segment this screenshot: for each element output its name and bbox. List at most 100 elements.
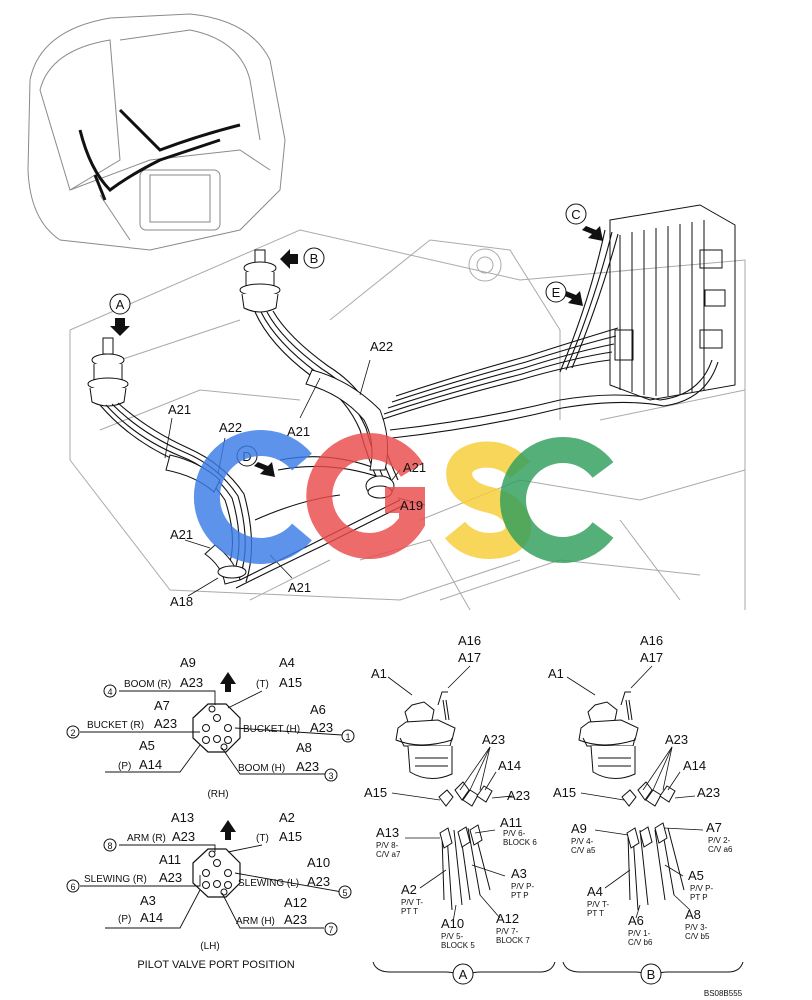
detail-a-a23b: A23 <box>507 788 530 803</box>
detail-a-a23a: A23 <box>482 732 505 747</box>
lh-bl-hose: A14 <box>140 910 163 925</box>
detail-a-a12: A12 <box>496 911 519 926</box>
detail-a-a2: A2 <box>401 882 417 897</box>
detail-a-a13: A13 <box>376 825 399 840</box>
rh-top-name: BOOM (R) <box>124 679 171 690</box>
lh-caption: (LH) <box>200 941 219 952</box>
detail-a-a3-sub1: P/V P- <box>511 882 534 891</box>
detail-b-a8: A8 <box>685 907 701 922</box>
detail-b-a15: A15 <box>553 785 576 800</box>
rh-r-hose: A23 <box>310 720 333 735</box>
rh-r-name: BUCKET (H) <box>243 724 300 735</box>
lh-tr-port: A2 <box>279 810 295 825</box>
detail-b-a5: A5 <box>688 868 704 883</box>
lh-r-port: A10 <box>307 855 330 870</box>
lh-br-name: ARM (H) <box>236 916 275 927</box>
lh-top-num: 8 <box>107 841 112 851</box>
detail-a-a12-sub1: P/V 7- <box>496 927 519 936</box>
detail-a-a2-sub1: P/V T- <box>401 898 423 907</box>
rh-bl-port: A5 <box>139 738 155 753</box>
detail-b-a23a: A23 <box>665 732 688 747</box>
lh-tr-hose: A15 <box>279 829 302 844</box>
detail-b-a6-sub1: P/V 1- <box>628 929 651 938</box>
detail-a-a11-sub2: BLOCK 6 <box>503 838 537 847</box>
port-diagram-lh <box>66 820 352 936</box>
detail-b-a14: A14 <box>683 758 706 773</box>
rh-bl-hose: A14 <box>139 757 162 772</box>
lh-br-num: 7 <box>328 925 333 935</box>
lh-r-name: SLEWING (L) <box>238 878 299 889</box>
detail-b-a7-sub1: P/V 2- <box>708 836 731 845</box>
rh-top-num: 4 <box>107 687 112 697</box>
detail-b-a5-sub1: P/V P- <box>690 884 713 893</box>
lh-tr-name: (T) <box>256 833 269 844</box>
cab-wiring <box>78 108 241 201</box>
label-a21-lower: A21 <box>170 527 193 542</box>
lh-l-port: A11 <box>159 852 181 867</box>
document-code: BS08B555 <box>704 989 743 998</box>
lh-bl-name: (P) <box>118 914 131 925</box>
pilot-valve-left <box>87 337 129 407</box>
detail-a-a11: A11 <box>500 815 522 830</box>
label-a19: A19 <box>400 498 423 513</box>
lh-r-num: 5 <box>342 888 347 898</box>
watermark-letter-1 <box>193 430 312 564</box>
label-a18: A18 <box>170 594 193 609</box>
label-a22-left: A22 <box>219 420 242 435</box>
rh-top-hose: A23 <box>180 675 203 690</box>
label-a21-mid: A21 <box>287 424 310 439</box>
detail-b-a9-sub2: C/V a5 <box>571 846 596 855</box>
rh-l-hose: A23 <box>154 716 177 731</box>
detail-b-a4-sub1: P/V T- <box>587 900 609 909</box>
detail-a-a12-sub2: BLOCK 7 <box>496 936 530 945</box>
port-position-title: PILOT VALVE PORT POSITION <box>137 959 294 971</box>
detail-b-a1: A1 <box>548 666 564 681</box>
rh-r-num: 1 <box>345 732 350 742</box>
lh-top-port: A13 <box>171 810 194 825</box>
rh-caption: (RH) <box>207 789 228 800</box>
detail-b-a4-sub2: PT T <box>587 909 604 918</box>
rh-tr-name: (T) <box>256 679 269 690</box>
lh-top-name: ARM (R) <box>127 833 166 844</box>
detail-b-a4: A4 <box>587 884 603 899</box>
rh-r-port: A6 <box>310 702 326 717</box>
detail-a-a16: A16 <box>458 633 481 648</box>
detail-b-a17: A17 <box>640 650 663 665</box>
detail-b-a23b: A23 <box>697 785 720 800</box>
rh-tr-hose: A15 <box>279 675 302 690</box>
rh-l-name: BUCKET (R) <box>87 720 144 731</box>
callout-b-label: B <box>310 251 319 266</box>
detail-b-label: B <box>647 967 656 982</box>
cab-thumbnail <box>27 13 286 251</box>
rh-tr-port: A4 <box>279 655 295 670</box>
lh-bl-port: A3 <box>140 893 156 908</box>
detail-b-drawing <box>578 691 685 911</box>
detail-a-a3-sub2: PT P <box>511 891 529 900</box>
watermark-letter-3 <box>444 441 532 560</box>
lh-br-port: A12 <box>284 895 307 910</box>
rh-l-num: 2 <box>70 728 75 738</box>
detail-b-bracket <box>562 961 744 985</box>
lh-br-hose: A23 <box>284 912 307 927</box>
callout-c-label: C <box>571 207 580 222</box>
watermark-logo <box>193 430 614 564</box>
rh-top-port: A9 <box>180 655 196 670</box>
rh-br-name: BOOM (H) <box>238 763 285 774</box>
lh-r-hose: A23 <box>307 874 330 889</box>
label-a22-mid: A22 <box>370 339 393 354</box>
control-valve-bank <box>609 204 736 401</box>
detail-b-a9-sub1: P/V 4- <box>571 837 594 846</box>
detail-b-a5-sub2: PT P <box>690 893 708 902</box>
callout-a-label: A <box>116 297 125 312</box>
detail-a-a3: A3 <box>511 866 527 881</box>
detail-b-a8-sub1: P/V 3- <box>685 923 708 932</box>
label-a21-bottom: A21 <box>288 580 311 595</box>
watermark-letter-4 <box>500 437 614 563</box>
detail-a-leaders <box>387 665 513 923</box>
lh-l-num: 6 <box>70 882 75 892</box>
detail-b-a9: A9 <box>571 821 587 836</box>
rh-l-port: A7 <box>154 698 170 713</box>
detail-a-a13-sub2: C/V a7 <box>376 850 401 859</box>
detail-b-a6: A6 <box>628 913 644 928</box>
